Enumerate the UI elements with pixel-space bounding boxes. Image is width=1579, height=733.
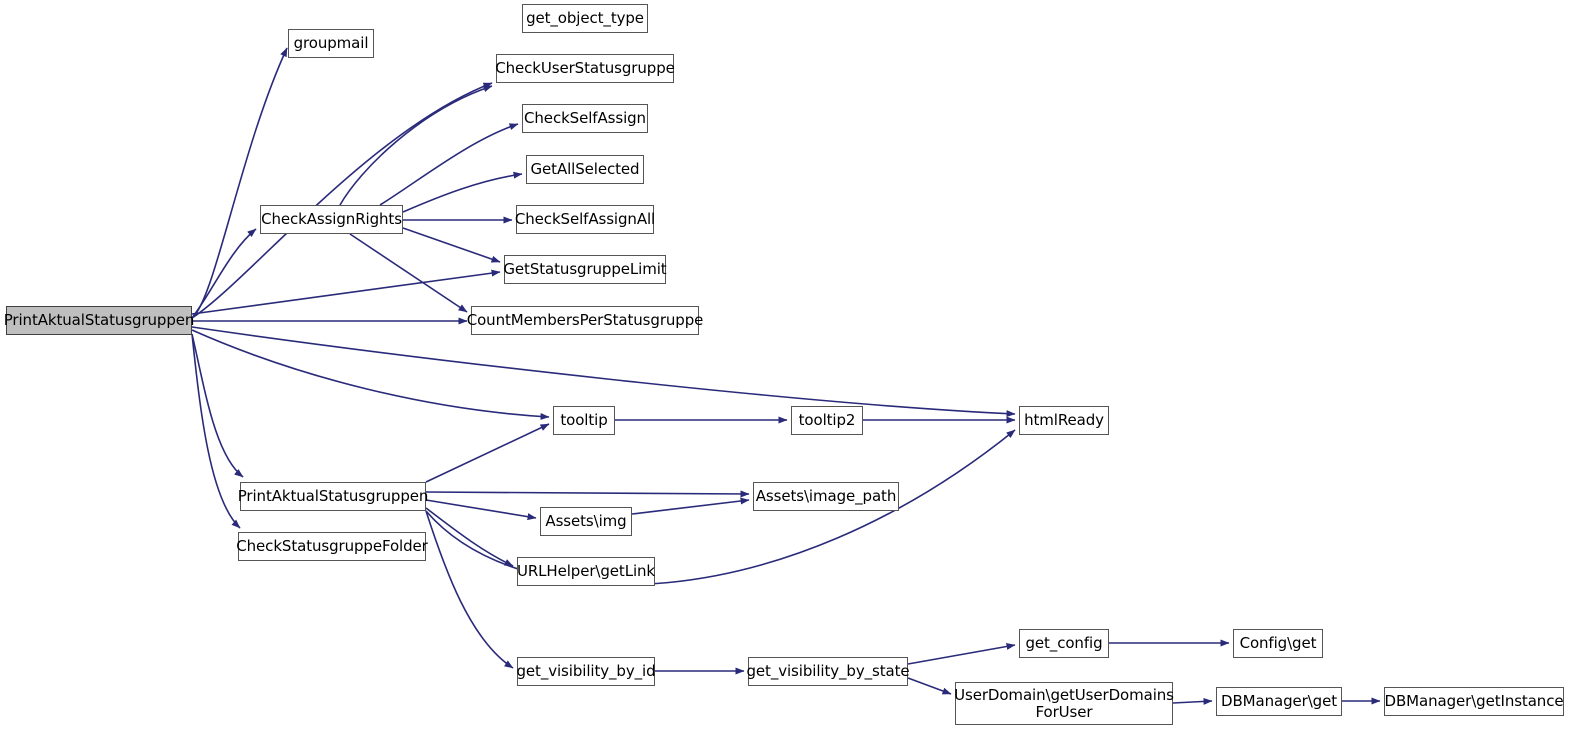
node-label-tooltip: tooltip (560, 411, 608, 430)
node-getallselected[interactable]: GetAllSelected (526, 155, 644, 184)
node-checkselfassignall[interactable]: CheckSelfAssignAll (515, 205, 655, 234)
node-assetsimagepath[interactable]: Assets\image_path (753, 482, 899, 511)
node-get_config[interactable]: get_config (1019, 629, 1109, 658)
edge-checkassignrights-to-getallselected (402, 171, 523, 213)
edge-root-to-checkstatusfolder (191, 333, 241, 529)
node-label-checkselfassign: CheckSelfAssign (524, 109, 646, 128)
node-label-groupmail: groupmail (293, 34, 369, 53)
node-label-userdomain: UserDomain\getUserDomains ForUser (954, 685, 1174, 721)
node-tooltip2[interactable]: tooltip2 (791, 406, 863, 435)
node-label-getstatusgruppelimit: GetStatusgruppeLimit (503, 260, 667, 279)
node-checkuserstatus[interactable]: CheckUserStatusgruppe (495, 54, 675, 83)
node-label-tooltip2: tooltip2 (798, 411, 856, 430)
node-getvisbystate[interactable]: get_visibility_by_state (746, 657, 910, 686)
edges-group (191, 47, 1381, 705)
node-label-get_config: get_config (1025, 634, 1103, 653)
node-label-urlhelper: URLHelper\getLink (516, 562, 656, 581)
node-label-root: PrintAktualStatusgruppen (3, 311, 195, 330)
node-htmlready[interactable]: htmlReady (1019, 406, 1109, 435)
edge-printaktual2-to-getvisbyid (425, 510, 514, 669)
node-getvisbyid[interactable]: get_visibility_by_id (516, 657, 656, 686)
node-groupmail[interactable]: groupmail (288, 29, 374, 58)
node-tooltip[interactable]: tooltip (553, 406, 615, 435)
edge-root-to-htmlready (191, 326, 1016, 418)
edge-root-to-checkassignrights (191, 228, 257, 319)
edge-printaktual2-to-htmlready (425, 429, 1016, 586)
edge-checkassignrights-to-checkselfassign (379, 123, 519, 206)
node-root[interactable]: PrintAktualStatusgruppen (4, 306, 194, 335)
edge-printaktual2-to-tooltip (425, 423, 550, 483)
node-configget[interactable]: Config\get (1233, 629, 1323, 658)
node-label-getvisbyid: get_visibility_by_id (516, 662, 656, 681)
node-label-configget: Config\get (1239, 634, 1317, 653)
edge-root-to-getstatusgruppelimit (191, 269, 501, 315)
node-urlhelper[interactable]: URLHelper\getLink (517, 557, 655, 586)
node-getstatusgruppelimit[interactable]: GetStatusgruppeLimit (503, 255, 667, 284)
node-printaktual2[interactable]: PrintAktualStatusgruppen (238, 482, 428, 511)
node-label-htmlready: htmlReady (1024, 411, 1104, 430)
node-label-dbmanagergetinst: DBManager\getInstance (1384, 692, 1564, 711)
node-label-countmembers: CountMembersPerStatusgruppe (466, 311, 704, 330)
edge-printaktual2-to-assetsimg (425, 499, 537, 521)
edge-checkassignrights-to-checkuserstatus (339, 85, 493, 206)
edge-userdomain-to-dbmanagerget (1172, 697, 1213, 705)
node-label-getallselected: GetAllSelected (530, 160, 640, 179)
node-label-assetsimagepath: Assets\image_path (755, 487, 897, 506)
node-label-getvisbystate: get_visibility_by_state (746, 662, 910, 681)
edge-root-to-printaktual2 (191, 333, 244, 478)
edge-printaktual2-to-assetsimagepath (425, 490, 750, 498)
node-label-checkstatusfolder: CheckStatusgruppeFolder (236, 537, 428, 556)
node-get_object_type[interactable]: get_object_type (522, 4, 648, 33)
node-label-get_object_type: get_object_type (526, 9, 644, 28)
node-label-checkassignrights: CheckAssignRights (261, 210, 402, 229)
node-countmembers[interactable]: CountMembersPerStatusgruppe (467, 306, 703, 335)
node-userdomain[interactable]: UserDomain\getUserDomains ForUser (954, 682, 1174, 725)
node-label-assetsimg: Assets\img (545, 512, 627, 531)
node-label-printaktual2: PrintAktualStatusgruppen (237, 487, 429, 506)
node-dbmanagergetinst[interactable]: DBManager\getInstance (1384, 687, 1564, 716)
node-assetsimg[interactable]: Assets\img (540, 507, 632, 536)
node-label-checkuserstatus: CheckUserStatusgruppe (495, 59, 675, 78)
node-label-dbmanagerget: DBManager\get (1221, 692, 1337, 711)
edge-checkassignrights-to-getstatusgruppelimit (402, 227, 501, 263)
edge-checkassignrights-to-countmembers (349, 233, 468, 313)
edge-root-to-checkuserstatus (191, 82, 493, 319)
node-checkassignrights[interactable]: CheckAssignRights (260, 205, 403, 234)
node-checkselfassign[interactable]: CheckSelfAssign (522, 104, 648, 133)
edge-root-to-tooltip (191, 329, 550, 420)
edge-getvisbystate-to-userdomain (907, 677, 952, 695)
edge-printaktual2-to-urlhelper (425, 507, 514, 567)
node-label-checkselfassignall: CheckSelfAssignAll (514, 210, 656, 229)
node-checkstatusfolder[interactable]: CheckStatusgruppeFolder (236, 532, 428, 561)
node-dbmanagerget[interactable]: DBManager\get (1216, 687, 1342, 716)
edge-getvisbystate-to-get_config (907, 643, 1016, 665)
edge-assetsimg-to-assetsimagepath (631, 497, 750, 515)
